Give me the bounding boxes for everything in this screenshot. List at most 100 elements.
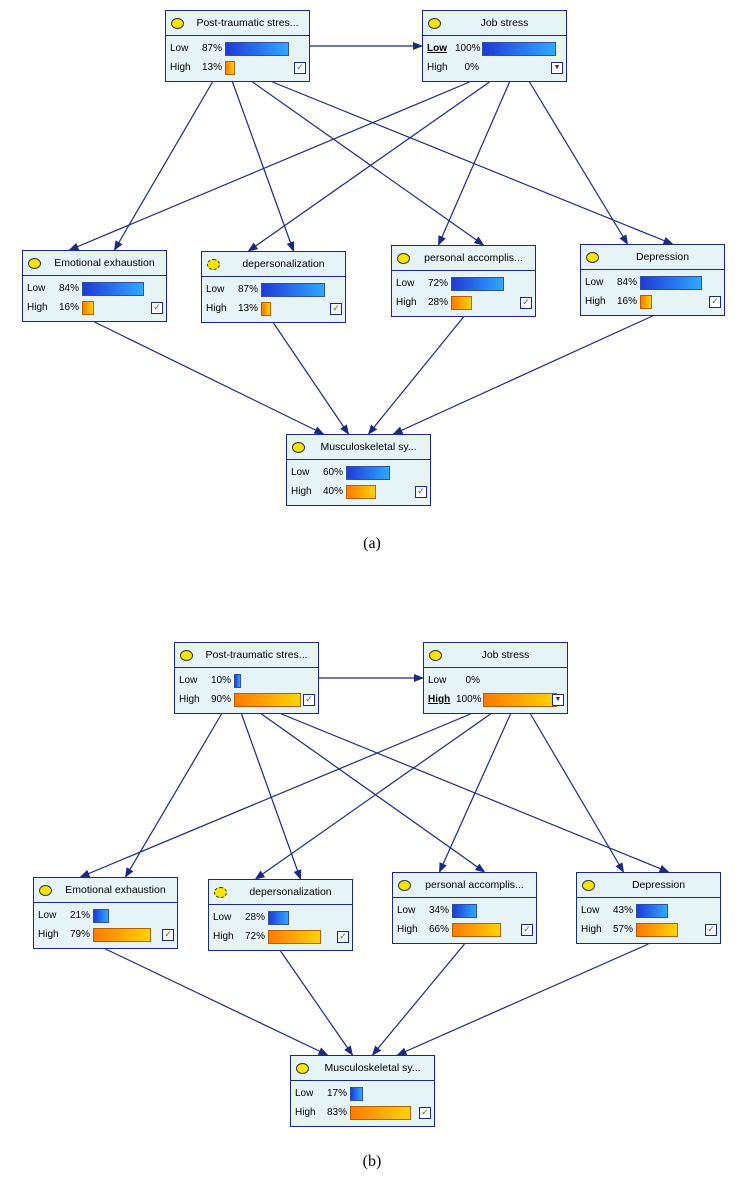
edge-personal-accomplishment-to-musculoskeletal	[371, 943, 465, 1056]
evidence-set-icon[interactable]: ▼	[551, 62, 563, 74]
node-title: Job stress	[481, 649, 530, 661]
checkmark-icon[interactable]: ✓	[330, 303, 342, 315]
checkmark-icon[interactable]: ✓	[705, 924, 717, 936]
edge-ptsd-to-emotional-exhaustion	[113, 81, 214, 251]
node-status-icon	[586, 251, 599, 263]
state-prob-low: 72%	[427, 278, 448, 289]
node-header: Emotional exhaustion	[23, 251, 166, 276]
node-title: depersonalization	[249, 886, 332, 898]
edge-ptsd-to-depression	[272, 81, 674, 245]
edge-depression-to-musculoskeletal	[396, 943, 649, 1056]
state-row-low[interactable]: Low 0%	[428, 671, 567, 690]
prob-bar-low	[346, 465, 390, 480]
checkmark-icon[interactable]: ✓	[709, 296, 721, 308]
node-header: depersonalization	[202, 252, 345, 277]
prob-bar-high	[82, 300, 94, 315]
state-prob-low: 100%	[455, 43, 481, 54]
prob-bar-low	[225, 41, 289, 56]
state-prob-high: 72%	[244, 931, 265, 942]
node-status-icon	[28, 257, 41, 269]
node-status-icon	[292, 441, 305, 453]
state-label-low: Low	[581, 905, 600, 916]
state-label-high: High	[38, 929, 59, 940]
state-prob-low: 0%	[465, 675, 480, 686]
state-prob-high: 28%	[427, 297, 448, 308]
state-label-low: Low	[27, 283, 46, 294]
checkmark-icon[interactable]: ✓	[419, 1107, 431, 1119]
checkmark-icon[interactable]: ✓	[520, 297, 532, 309]
evidence-set-icon[interactable]: ▼	[552, 694, 564, 706]
edge-job-stress-to-depersonalization	[247, 81, 490, 252]
state-label-low: Low	[295, 1088, 314, 1099]
checkmark-icon[interactable]: ✓	[151, 302, 163, 314]
prob-bar-high	[451, 295, 472, 310]
state-prob-low: 60%	[322, 467, 343, 478]
checkmark-icon[interactable]: ✓	[303, 694, 315, 706]
state-row-low[interactable]: Low 72%	[396, 274, 535, 293]
prob-bar-low	[268, 910, 289, 925]
state-label-low: Low	[213, 912, 232, 923]
edge-job-stress-to-personal-accomplishment	[438, 713, 512, 873]
prob-bar-low	[636, 903, 668, 918]
node-title: Post-traumatic stres...	[205, 649, 308, 661]
state-label-low: Low	[179, 675, 198, 686]
checkmark-icon[interactable]: ✓	[294, 62, 306, 74]
state-label-low: Low	[428, 675, 447, 686]
node-status-icon	[296, 1062, 309, 1074]
state-prob-high: 66%	[428, 924, 449, 935]
state-prob-low: 17%	[326, 1088, 347, 1099]
edge-depression-to-musculoskeletal	[392, 315, 653, 435]
node-title: Depression	[631, 879, 686, 891]
state-label-low: Low	[396, 278, 415, 289]
state-label-high: High	[27, 302, 48, 313]
checkmark-icon[interactable]: ✓	[337, 931, 349, 943]
state-prob-low: 87%	[201, 43, 222, 54]
checkmark-icon[interactable]: ✓	[415, 486, 427, 498]
state-row-low[interactable]: Low 17%	[295, 1084, 434, 1103]
checkmark-icon[interactable]: ✓	[521, 924, 533, 936]
state-label-high: High	[206, 303, 227, 314]
prob-bar-low	[452, 903, 477, 918]
node-status-icon	[39, 884, 52, 896]
checkmark-icon[interactable]: ✓	[162, 929, 174, 941]
